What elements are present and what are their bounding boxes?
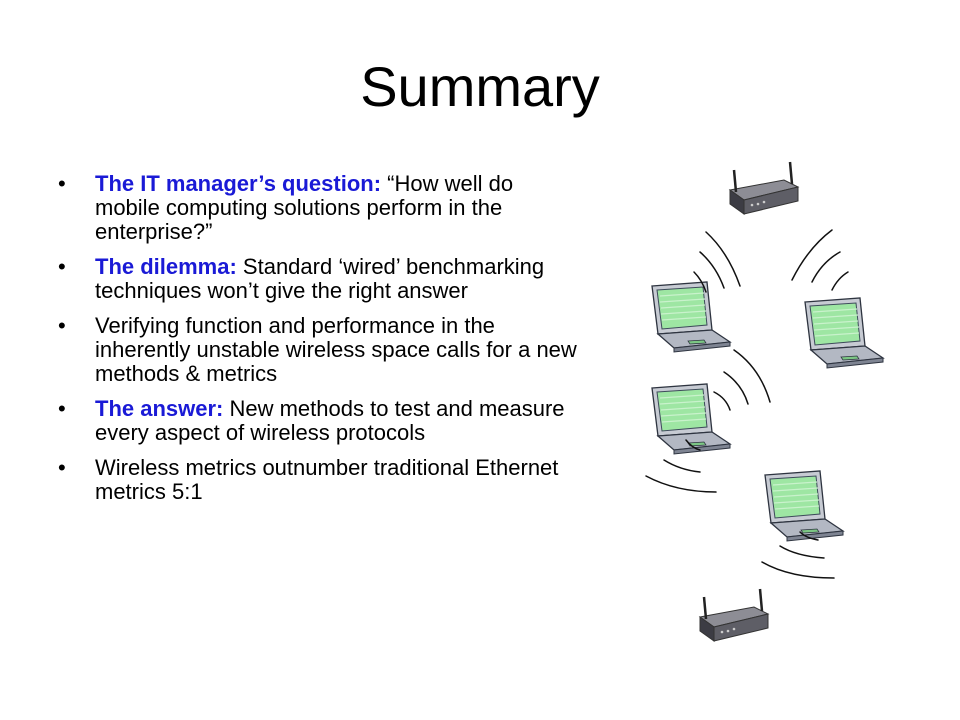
bullet-text: Standard ‘wired’ benchmarking techniques…: [95, 254, 545, 303]
wireless-router-icon: [698, 587, 770, 643]
bullet-marker: •: [58, 455, 66, 480]
bullet-lead: The answer:: [95, 396, 224, 421]
bullet-text: New methods to test and measure every as…: [95, 396, 565, 445]
bullet-lead: The IT manager’s question:: [95, 171, 382, 196]
bullet-marker: •: [58, 396, 66, 421]
signal-waves-icon: [645, 229, 849, 579]
bullet-list: • The IT manager’s question: “How well do…: [58, 172, 578, 515]
bullet-text: Verifying function and performance in th…: [95, 313, 577, 386]
laptop-icon: [651, 281, 731, 353]
bullet-marker: •: [58, 313, 66, 338]
laptop-icon: [804, 297, 884, 369]
slide-title: Summary: [360, 55, 600, 118]
bullet-item: • The answer: New methods to test and mea…: [58, 397, 578, 445]
bullet-text: “How well do mobile computing solutions …: [95, 171, 514, 244]
bullet-lead: The dilemma:: [95, 254, 237, 279]
bullet-item: • Verifying function and performance in t…: [58, 314, 578, 386]
wireless-router-icon: [728, 160, 800, 216]
bullet-item: • The IT manager’s question: “How well do…: [58, 172, 578, 244]
bullet-item: • Wireless metrics outnumber traditional …: [58, 456, 578, 504]
bullet-marker: •: [58, 171, 66, 196]
bullet-marker: •: [58, 254, 66, 279]
bullet-item: • The dilemma: Standard ‘wired’ benchmark…: [58, 255, 578, 303]
wireless-network-illustration: [645, 160, 884, 643]
bullet-text: Wireless metrics outnumber traditional E…: [95, 455, 559, 504]
laptop-icon: [764, 470, 844, 542]
